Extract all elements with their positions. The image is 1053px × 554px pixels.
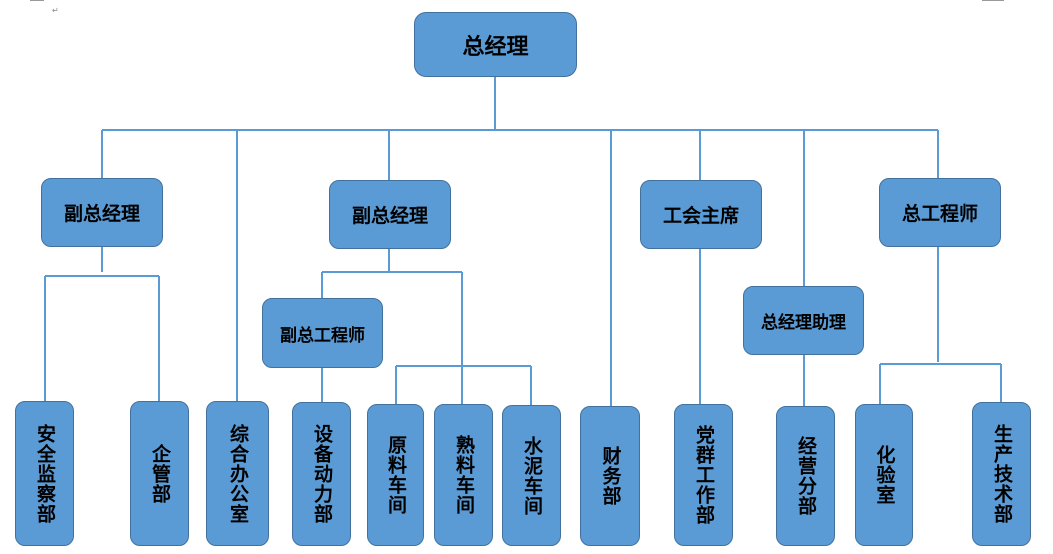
box-vice-gm-1: 副总经理: [41, 178, 163, 247]
chief-engineer-label: 总工程师: [901, 203, 978, 225]
box-deputy-chief-engineer: 副总工程师: [262, 298, 383, 368]
vice-gm-1-label: 副总经理: [63, 203, 140, 225]
box-clinker-workshop: 熟料车间: [434, 404, 493, 546]
general-office-label: 综合办公室: [227, 423, 249, 524]
box-gm-assistant: 总经理助理: [743, 286, 864, 355]
finance-dept-label: 财务部: [599, 446, 622, 506]
box-chief-engineer: 总工程师: [879, 178, 1001, 247]
box-laboratory: 化验室: [855, 404, 913, 546]
deputy-chief-engineer-label: 副总工程师: [280, 325, 365, 346]
page-corner-mark-left: [30, 0, 44, 1]
box-safety-dept: 安全监察部: [15, 401, 74, 546]
box-production-tech-dept: 生产技术部: [972, 402, 1031, 546]
box-cement-workshop: 水泥车间: [502, 405, 561, 546]
laboratory-label: 化验室: [873, 445, 896, 505]
safety-dept-label: 安全监察部: [34, 423, 56, 524]
gm-assistant-label: 总经理助理: [761, 313, 846, 333]
box-union-chair: 工会主席: [640, 180, 762, 249]
cement-workshop-label: 水泥车间: [521, 435, 543, 516]
box-general-manager: 总经理: [414, 12, 577, 77]
box-enterprise-mgmt-dept: 企管部: [130, 401, 189, 546]
paragraph-mark: ↵: [52, 6, 59, 15]
box-raw-material-workshop: 原料车间: [367, 404, 424, 546]
equipment-power-dept-label: 设备动力部: [311, 424, 333, 524]
page-corner-mark-right: [982, 0, 1004, 1]
production-tech-dept-label: 生产技术部: [991, 424, 1013, 524]
marketing-branch-label: 经营分部: [795, 436, 817, 516]
raw-material-workshop-label: 原料车间: [385, 435, 407, 515]
vice-gm-2-label: 副总经理: [351, 205, 428, 227]
box-general-office: 综合办公室: [206, 401, 269, 546]
union-chair-label: 工会主席: [662, 205, 739, 227]
general-manager-label: 总经理: [462, 34, 529, 60]
party-mass-work-dept-label: 党群工作部: [693, 425, 715, 525]
enterprise-mgmt-dept-label: 企管部: [149, 443, 171, 504]
box-finance-dept: 财务部: [580, 406, 640, 546]
box-party-mass-work-dept: 党群工作部: [674, 404, 733, 546]
box-marketing-branch: 经营分部: [776, 406, 835, 546]
clinker-workshop-label: 熟料车间: [453, 435, 475, 515]
box-vice-gm-2: 副总经理: [329, 180, 451, 249]
box-equipment-power-dept: 设备动力部: [292, 402, 351, 546]
